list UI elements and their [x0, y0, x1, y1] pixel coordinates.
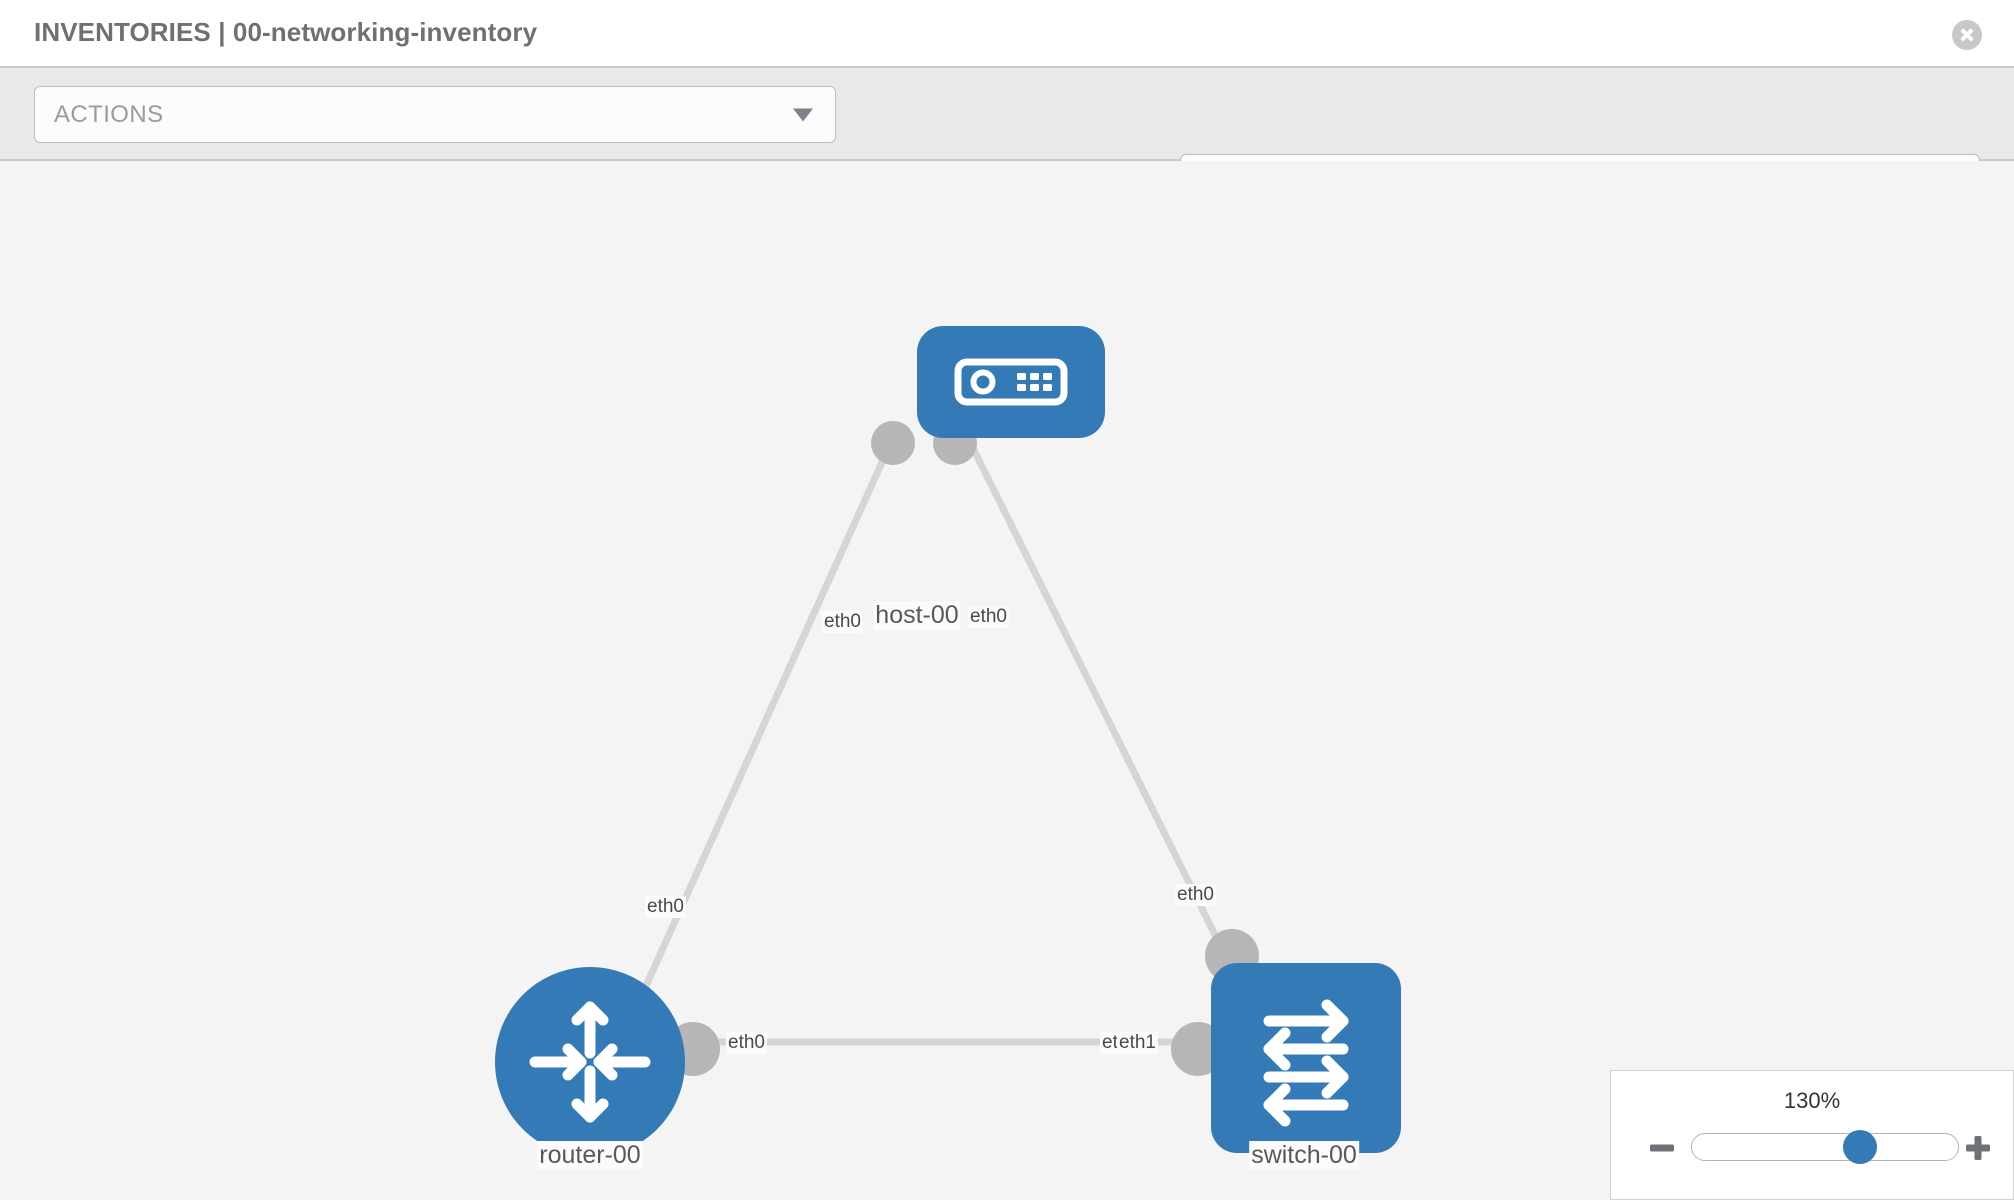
zoom-slider-thumb[interactable] — [1842, 1130, 1877, 1164]
plus-icon[interactable] — [1961, 1131, 1995, 1165]
node-host-00-shape — [917, 326, 1105, 438]
iface-label: eth1 — [1117, 1032, 1158, 1054]
page-title: INVENTORIES | 00-networking-inventory — [34, 17, 538, 47]
actions-dropdown-label: ACTIONS — [54, 100, 164, 128]
actions-dropdown[interactable]: ACTIONS — [34, 86, 836, 143]
server-icon — [954, 358, 1068, 406]
page-header: INVENTORIES | 00-networking-inventory — [0, 0, 2014, 68]
iface-label: eth0 — [645, 896, 686, 918]
iface-label: eth0 — [822, 611, 863, 633]
node-host-00[interactable] — [917, 326, 1105, 438]
close-icon[interactable] — [1952, 20, 1982, 50]
topology-canvas[interactable]: host-00 router-00 — [0, 161, 2014, 1200]
topology-links — [636, 421, 1259, 1076]
zoom-level-value: 130% — [1783, 1088, 1841, 1113]
toolbar: ACTIONS SEARCH — [0, 68, 2014, 211]
node-label-switch-00: switch-00 — [1249, 1141, 1359, 1170]
node-router-00-shape — [495, 967, 685, 1157]
zoom-slider[interactable] — [1691, 1130, 1959, 1164]
iface-label: eth0 — [1175, 884, 1216, 906]
node-router-00[interactable] — [495, 967, 685, 1157]
node-label-host-00: host-00 — [873, 601, 961, 630]
switch-arrows-icon — [1263, 999, 1349, 1127]
iface-label: eth0 — [726, 1032, 767, 1054]
connector-nub — [871, 421, 915, 465]
chevron-down-icon — [793, 108, 813, 121]
node-switch-00[interactable] — [1211, 963, 1401, 1153]
router-arrows-icon — [529, 1001, 651, 1123]
node-label-router-00: router-00 — [537, 1141, 643, 1170]
zoom-control-panel: 130% — [1610, 1070, 2014, 1200]
iface-label: eth0 — [968, 606, 1009, 628]
link-host00-switch00[interactable] — [964, 436, 1236, 971]
minus-icon[interactable] — [1645, 1131, 1679, 1165]
node-switch-00-shape — [1211, 963, 1401, 1153]
